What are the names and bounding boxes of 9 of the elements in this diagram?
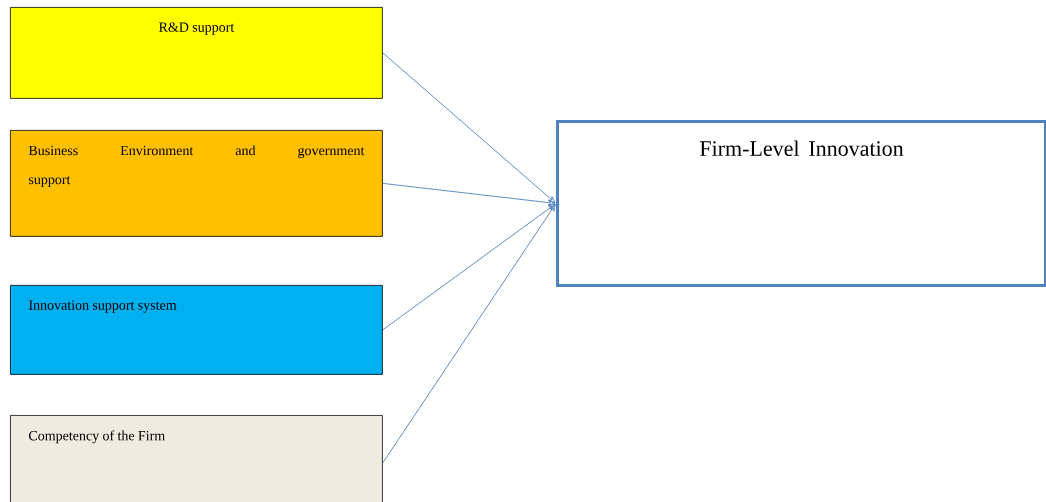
arrow xyxy=(382,204,556,464)
arrow xyxy=(382,52,556,204)
process-box: Competency of the Firm xyxy=(10,415,383,502)
arrow xyxy=(382,182,556,206)
process-box: Innovation support system xyxy=(10,285,383,375)
process-box: R&D support xyxy=(10,7,383,99)
arrow xyxy=(382,203,556,331)
outcome-box: Firm-Level Innovation xyxy=(556,120,1046,287)
process-box: Business Environment and government support xyxy=(10,130,383,237)
